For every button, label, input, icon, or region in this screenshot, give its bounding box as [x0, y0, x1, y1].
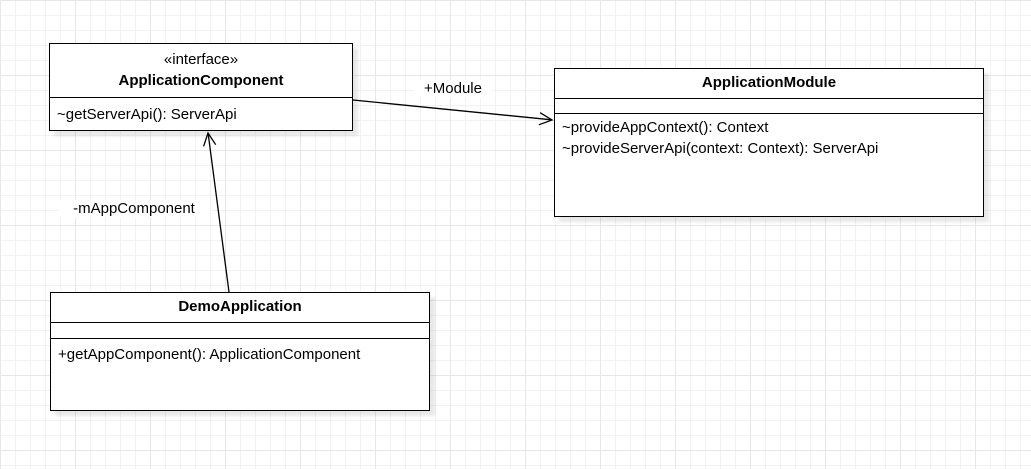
- method-line: ~provideServerApi(context: Context): Ser…: [562, 140, 879, 157]
- class-name: DemoApplication: [178, 298, 302, 315]
- open-arrowhead-icon: [538, 112, 554, 126]
- class-header: DemoApplication: [51, 293, 429, 323]
- fields-compartment: [51, 323, 429, 339]
- class-header: «interface» ApplicationComponent: [50, 44, 352, 98]
- method-line: ~getServerApi(): ServerApi: [57, 106, 237, 123]
- edge-mappcomponent-association[interactable]: [202, 131, 230, 293]
- class-node-application-module[interactable]: ApplicationModule ~provideAppContext(): …: [554, 68, 984, 217]
- methods-compartment: ~getServerApi(): ServerApi: [50, 98, 352, 131]
- method-line: +getAppComponent(): ApplicationComponent: [58, 346, 361, 363]
- methods-compartment: +getAppComponent(): ApplicationComponent: [51, 339, 429, 370]
- class-name: ApplicationComponent: [118, 72, 284, 89]
- class-stereotype: «interface»: [163, 51, 239, 68]
- open-arrowhead-icon: [202, 131, 217, 147]
- edge-module-association[interactable]: [352, 99, 554, 126]
- edge-label-module[interactable]: +Module: [414, 80, 492, 98]
- method-line: ~provideAppContext(): Context: [562, 119, 769, 136]
- class-name: ApplicationModule: [701, 74, 837, 91]
- edge-label-mappcomponent[interactable]: -mAppComponent: [58, 200, 210, 218]
- class-header: ApplicationModule: [555, 69, 983, 99]
- class-node-demo-application[interactable]: DemoApplication +getAppComponent(): Appl…: [50, 292, 430, 411]
- fields-compartment: [555, 99, 983, 114]
- class-node-application-component[interactable]: «interface» ApplicationComponent ~getSer…: [49, 43, 353, 131]
- association-line: [207, 133, 230, 293]
- methods-compartment: ~provideAppContext(): Context ~provideSe…: [555, 114, 983, 162]
- association-line: [352, 99, 552, 121]
